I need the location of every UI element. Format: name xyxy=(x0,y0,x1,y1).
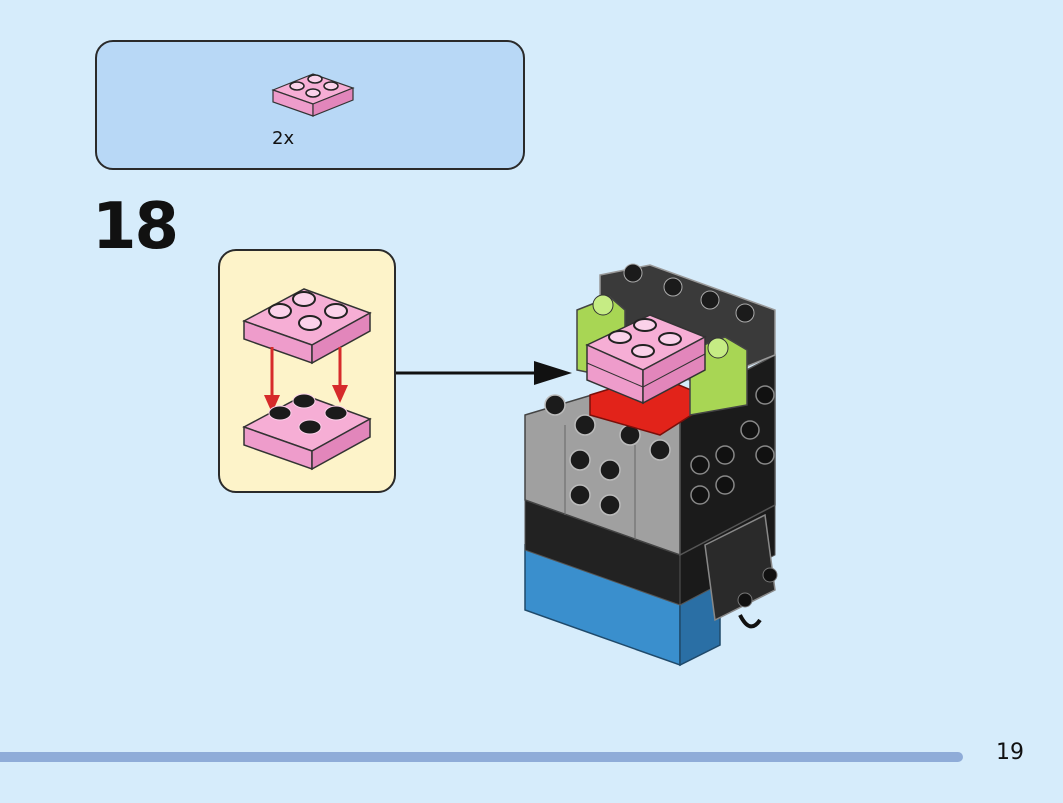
callout-pointer-arrow xyxy=(396,361,572,385)
step-number: 18 xyxy=(92,190,179,264)
stacked-pink-plates-icon xyxy=(242,288,372,471)
page-footer-bar xyxy=(0,752,963,762)
pink-2x2-plate-icon xyxy=(271,73,355,117)
page-number: 19 xyxy=(996,740,1024,765)
sub-assembly-callout xyxy=(218,249,396,493)
model-assembly-illustration xyxy=(524,263,778,667)
part-quantity: 2x xyxy=(272,128,295,149)
parts-list-box: 2x xyxy=(95,40,525,170)
